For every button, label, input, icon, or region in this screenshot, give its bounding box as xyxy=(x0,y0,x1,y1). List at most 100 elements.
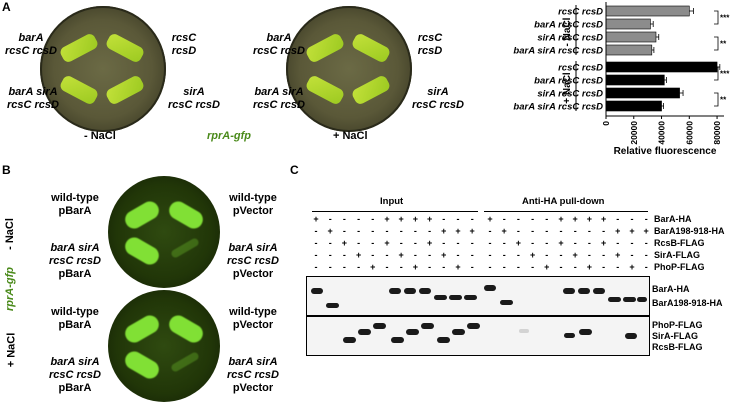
group-label: - NaCl xyxy=(562,17,573,46)
blot-label: PhoP-FLAG xyxy=(652,320,703,330)
blot-label: BarA-HA xyxy=(652,284,690,294)
x-axis-label: Relative fluorescence xyxy=(614,146,717,157)
sample-sign: - xyxy=(385,262,389,272)
sample-sign: - xyxy=(502,262,506,272)
sample-sign: - xyxy=(531,262,535,272)
reporter-label-a: rprA-gfp xyxy=(207,130,251,142)
sample-sign: - xyxy=(488,250,492,260)
band xyxy=(311,288,323,294)
sample-sign: + xyxy=(455,262,461,272)
sample-sign: - xyxy=(545,214,549,224)
sample-sign: + xyxy=(313,214,319,224)
sample-sign: - xyxy=(516,250,520,260)
sample-sign: - xyxy=(399,262,403,272)
band xyxy=(637,297,647,302)
bar xyxy=(605,74,665,86)
streak xyxy=(121,312,163,346)
sample-sign: - xyxy=(413,250,417,260)
bar xyxy=(605,61,718,73)
sample-sign: - xyxy=(470,214,474,224)
sample-sign: - xyxy=(342,214,346,224)
x-tick-label: 20000 xyxy=(629,121,639,145)
sample-sign: - xyxy=(342,226,346,236)
band xyxy=(406,329,419,335)
band xyxy=(373,323,386,329)
sample-sign: - xyxy=(573,238,577,248)
sample-sign: + xyxy=(455,226,461,236)
bar xyxy=(605,5,690,17)
sample-sign: + xyxy=(341,238,348,248)
sample-grid: +----++++---+----++++----+-------+++-+--… xyxy=(308,214,658,276)
band xyxy=(434,295,447,300)
sample-sign: - xyxy=(516,226,520,236)
sample-sign: - xyxy=(428,226,432,236)
sample-sign: - xyxy=(531,238,535,248)
streak xyxy=(350,74,392,106)
sample-sign: - xyxy=(442,238,446,248)
sample-sign: - xyxy=(342,250,346,260)
sample-sign: + xyxy=(586,262,593,272)
sample-sign: - xyxy=(314,226,318,236)
plate-a-plus-nacl xyxy=(286,6,412,132)
sample-sign: - xyxy=(516,262,520,272)
panel-a-label: A xyxy=(2,0,11,14)
sample-sign: - xyxy=(644,262,648,272)
band xyxy=(484,285,496,291)
a2-condition: + NaCl xyxy=(333,130,368,142)
sample-sign: - xyxy=(559,262,563,272)
sample-sign: - xyxy=(314,238,318,248)
sample-sign: - xyxy=(602,262,606,272)
band xyxy=(519,329,529,333)
input-header: Input xyxy=(380,196,404,207)
bar-category-label: rcsC rcsD xyxy=(558,63,603,74)
sample-sign: - xyxy=(644,250,648,260)
streak xyxy=(304,32,346,64)
sample-sign: - xyxy=(428,262,432,272)
sample-sign: + xyxy=(426,238,433,248)
band xyxy=(391,337,404,343)
band xyxy=(593,288,605,294)
band xyxy=(389,288,401,294)
sample-sign: - xyxy=(545,226,549,236)
sample-sign: - xyxy=(502,214,506,224)
panel-b-label: B xyxy=(2,163,11,177)
x-tick-label: 0 xyxy=(601,121,611,126)
sample-sign: - xyxy=(470,262,474,272)
sample-sign: + xyxy=(398,250,404,260)
sample-sign: - xyxy=(559,226,563,236)
sample-sign: - xyxy=(442,262,446,272)
sample-sign: - xyxy=(371,226,375,236)
sample-sign: - xyxy=(399,226,403,236)
plate-b-minus-nacl xyxy=(108,176,220,288)
sig-label: *** xyxy=(720,14,730,23)
sample-sign: + xyxy=(327,226,333,236)
bar-category-label: rcsC rcsD xyxy=(558,7,603,18)
sample-sign: - xyxy=(357,226,361,236)
sample-sign: + xyxy=(412,262,419,272)
sig-bracket xyxy=(714,36,719,51)
pulldown-line xyxy=(484,211,648,212)
sample-sign: - xyxy=(616,214,620,224)
sample-sign: - xyxy=(328,250,332,260)
b-top-condition: - NaCl xyxy=(3,218,16,250)
sample-sign: - xyxy=(616,262,620,272)
streak xyxy=(170,237,200,259)
sample-sign: + xyxy=(615,226,621,236)
band xyxy=(578,288,590,294)
sample-sign: - xyxy=(357,238,361,248)
sample-sign: - xyxy=(630,214,634,224)
sample-sign: - xyxy=(531,226,535,236)
sample-sign: - xyxy=(470,238,474,248)
sample-sign: + xyxy=(412,214,419,224)
row-label: SirA-FLAG xyxy=(654,250,700,260)
bar xyxy=(605,18,651,30)
sample-sign: + xyxy=(469,226,475,236)
